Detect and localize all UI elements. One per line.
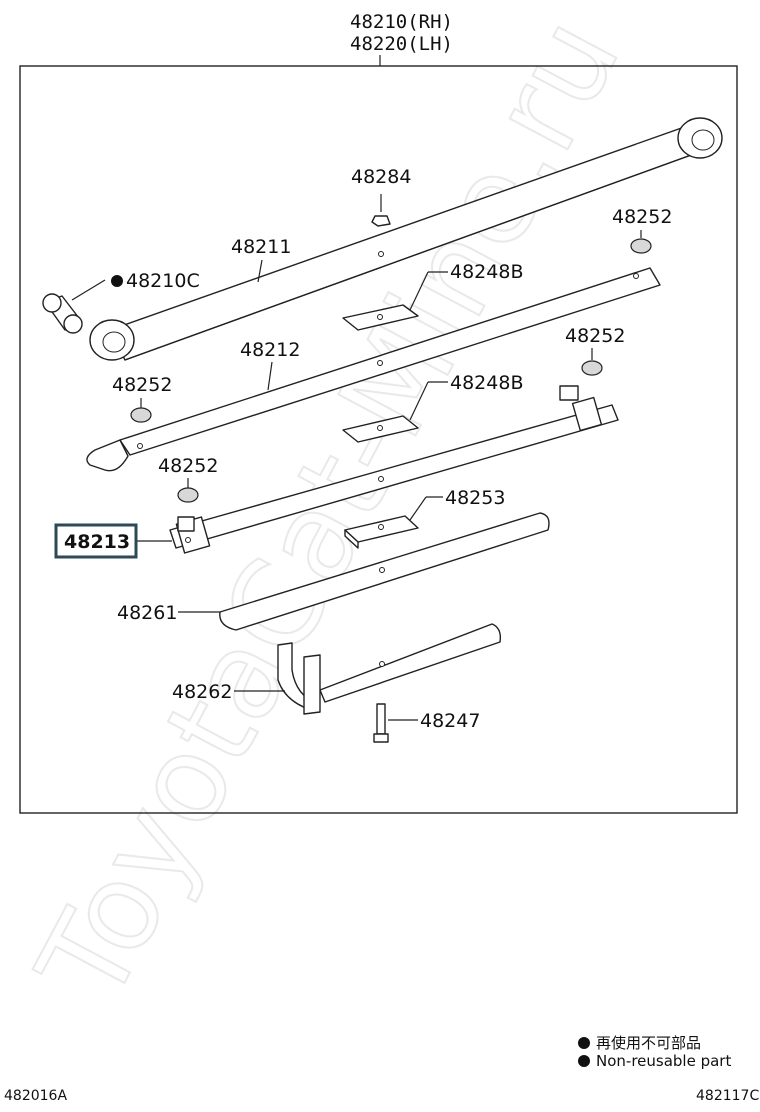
legend-dot-icon (578, 1055, 590, 1067)
callout-48213: 48213 (64, 531, 130, 553)
leaf-48261 (219, 512, 550, 631)
legend-en-text: Non-reusable part (596, 1052, 732, 1070)
leader-48253b (409, 496, 427, 521)
bushing-48210c (42, 293, 83, 334)
bolt-48247 (373, 703, 389, 743)
nut-48284 (371, 194, 391, 227)
callout-48252-r2: 48252 (565, 325, 625, 347)
leader-48210c (71, 279, 106, 301)
cap-48252-right-lower (581, 360, 603, 376)
leader-48248b-1b (409, 271, 429, 311)
callout-48261: 48261 (117, 602, 177, 624)
legend-dot-icon (578, 1037, 590, 1049)
leaf-48213 (169, 385, 619, 554)
callout-48247: 48247 (420, 710, 480, 732)
callout-48252-l1: 48252 (112, 374, 172, 396)
watermark-text: ToyotaCat-Mine.ru (12, 0, 647, 1024)
leaf-48262 (277, 623, 502, 715)
callout-48253: 48253 (445, 487, 505, 509)
leaf-48212 (86, 267, 661, 472)
assembly-lh-label: 48220(LH) (350, 33, 453, 55)
code-right: 482117C (696, 1088, 760, 1104)
callout-48211: 48211 (231, 236, 291, 258)
callout-48252-l2: 48252 (158, 455, 218, 477)
highlight-box-48213 (54, 523, 138, 559)
non-reusable-marker (111, 275, 123, 287)
legend-en: Non-reusable part (578, 1052, 731, 1070)
callout-48248b-2: 48248B (450, 372, 523, 394)
legend-jp-text: 再使用不可部品 (596, 1034, 702, 1052)
leader-48211 (257, 259, 263, 283)
leader-48248b-2b (409, 381, 429, 421)
callout-48262: 48262 (172, 681, 232, 703)
cap-48252-left-upper (130, 407, 152, 423)
assembly-rh-label: 48210(RH) (350, 11, 453, 33)
callout-48284: 48284 (351, 166, 411, 188)
leader-48212 (267, 361, 273, 391)
callout-48248b-1: 48248B (450, 261, 523, 283)
legend-jp: 再使用不可部品 (578, 1032, 701, 1053)
cap-48252-left-lower (177, 487, 199, 503)
code-left: 482016A (4, 1088, 68, 1104)
leaf-48211 (89, 117, 723, 361)
callout-48212: 48212 (240, 339, 300, 361)
callout-48252-r1: 48252 (612, 206, 672, 228)
diagram-frame (19, 65, 738, 814)
cap-48252-right-upper (630, 238, 652, 254)
pad-48253 (344, 515, 419, 549)
callout-48210c: 48210C (126, 270, 200, 292)
